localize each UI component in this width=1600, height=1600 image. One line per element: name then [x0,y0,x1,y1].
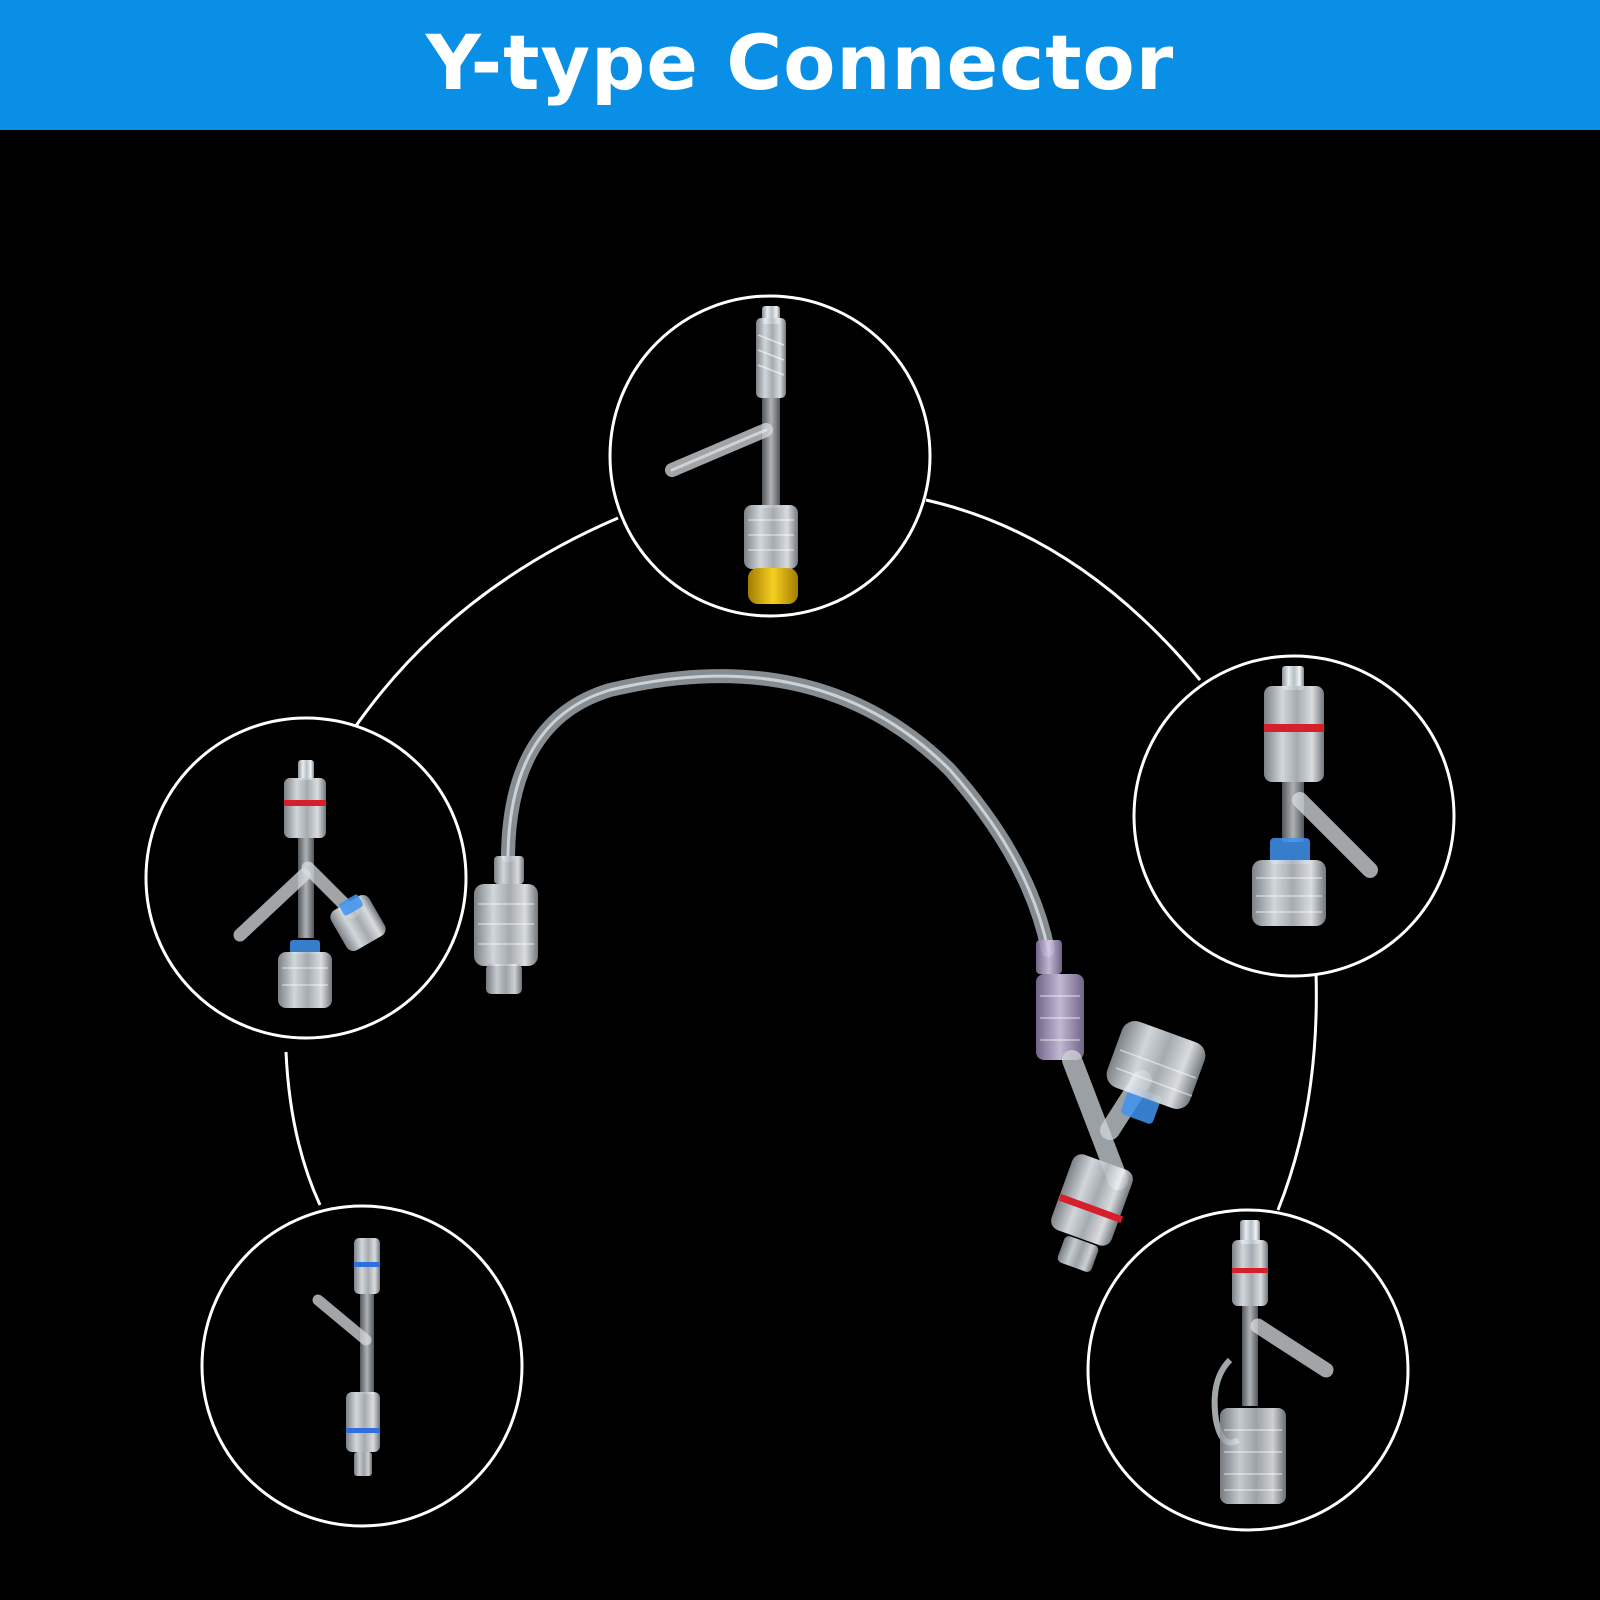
y-connector-blue-valves-icon [312,1238,380,1476]
ring-arc-top-right [925,498,1202,681]
showcase-graphic [144,294,1456,1532]
product-showcase [0,130,1600,1600]
extension-tube-y-connector-icon [474,669,1206,1272]
y-connector-two-valves-icon [233,760,386,1008]
t-connector-yellow-cap-icon [665,306,798,604]
ring-arc-top-left [351,516,619,731]
ring-arc-left [284,1051,322,1206]
page-title: Y-type Connector [425,18,1175,107]
product-y-connector-red-blue [1132,654,1456,978]
product-y-connector-clip [1086,1208,1410,1532]
title-bar: Y-type Connector [0,0,1600,130]
ring-arc-right [1276,971,1318,1211]
product-y-connector-blue-valves [200,1204,524,1528]
y-connector-red-blue-valve-icon [1252,666,1378,926]
product-y-connector-two-valves [144,716,468,1040]
center-extension-tube-product [474,669,1206,1272]
y-connector-clip-icon [1211,1220,1334,1504]
product-t-connector-yellow-cap [608,294,932,618]
